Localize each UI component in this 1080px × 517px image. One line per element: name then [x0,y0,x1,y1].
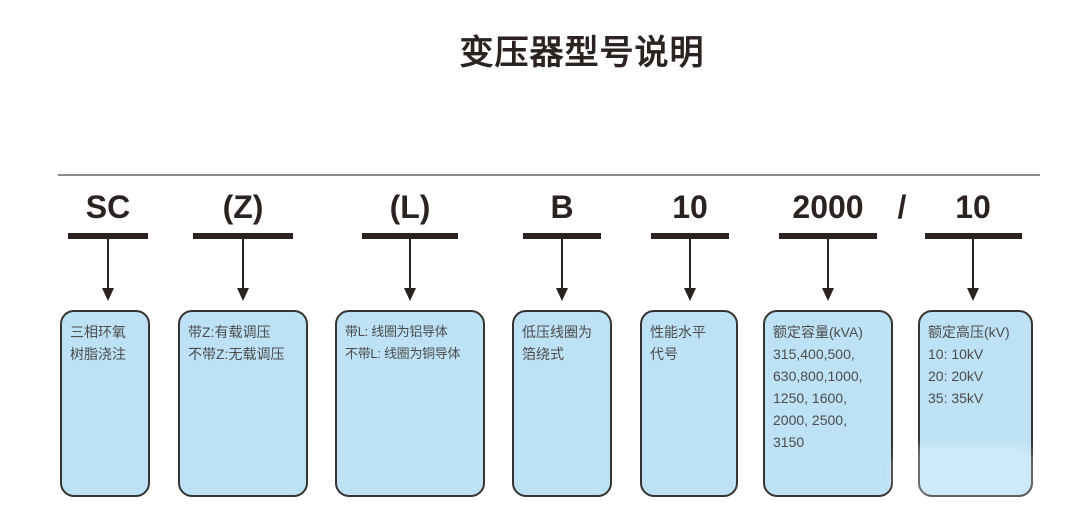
down-arrow-stem [242,239,244,289]
code-underline [779,233,877,239]
code-label: 10 [672,189,708,225]
down-arrow-icon [556,288,568,301]
description-box: 额定容量(kVA) 315,400,500, 630,800,1000, 1250, … [763,310,893,497]
down-arrow-stem [107,239,109,289]
description-line: 低压线圈为 [522,324,592,340]
down-arrow-stem [827,239,829,289]
description-box: 带L: 线圈为铝导体不带L: 线圈为铜导体 [335,310,485,497]
code-underline [523,233,601,239]
description-line: 性能水平 [650,324,706,340]
code-underline [924,233,1022,239]
down-arrow-icon [967,288,979,301]
description-line: 35: 35kV [928,390,984,406]
description-line: 3150 [773,434,805,450]
down-arrow-icon [404,288,416,301]
description-line: 额定容量(kVA) [773,324,863,340]
description-line: 箔绕式 [522,346,564,362]
description-line: 额定高压(kV) [928,324,1010,340]
description-line: 三相环氧 [70,324,126,340]
description-line: 2000, 2500, [773,412,847,428]
down-arrow-stem [972,239,974,289]
description-line: 10: 10kV [928,346,984,362]
down-arrow-icon [822,288,834,301]
description-line: 代号 [650,346,678,362]
description-line: 630,800,1000, [773,368,863,384]
code-label: (L) [389,189,431,225]
code-label: (Z) [222,189,264,225]
down-arrow-stem [689,239,691,289]
description-box: 三相环氧树脂浇注 [60,310,150,497]
down-arrow-icon [102,288,114,301]
code-underline [68,233,148,239]
description-line: 树脂浇注 [70,346,126,362]
description-box: 性能水平代号 [640,310,738,497]
page-title: 变压器型号说明 [459,34,705,72]
down-arrow-icon [237,288,249,301]
description-line: 1250, 1600, [773,390,847,406]
code-underline [193,233,293,239]
slash-separator: / [897,189,907,225]
description-line: 带Z:有载调压 [188,324,271,340]
description-line: 315,400,500, [773,346,855,362]
code-label: 2000 [792,189,864,225]
description-line: 不带L: 线圈为铜导体 [345,346,461,361]
description-line: 20: 20kV [928,368,984,384]
code-underline [651,233,729,239]
code-label: 10 [955,189,991,225]
code-label: SC [85,189,131,225]
top-divider-line [58,174,1040,176]
description-box: 低压线圈为箔绕式 [512,310,612,497]
description-box: 带Z:有载调压不带Z:无载调压 [178,310,308,497]
description-line: 带L: 线圈为铝导体 [345,324,448,339]
down-arrow-stem [409,239,411,289]
description-box: 额定高压(kV) 10: 10kV 20: 20kV 35: 35kV [918,310,1033,497]
code-underline [362,233,458,239]
description-line: 不带Z:无载调压 [188,346,285,362]
down-arrow-icon [684,288,696,301]
down-arrow-stem [561,239,563,289]
code-label: B [550,189,574,225]
